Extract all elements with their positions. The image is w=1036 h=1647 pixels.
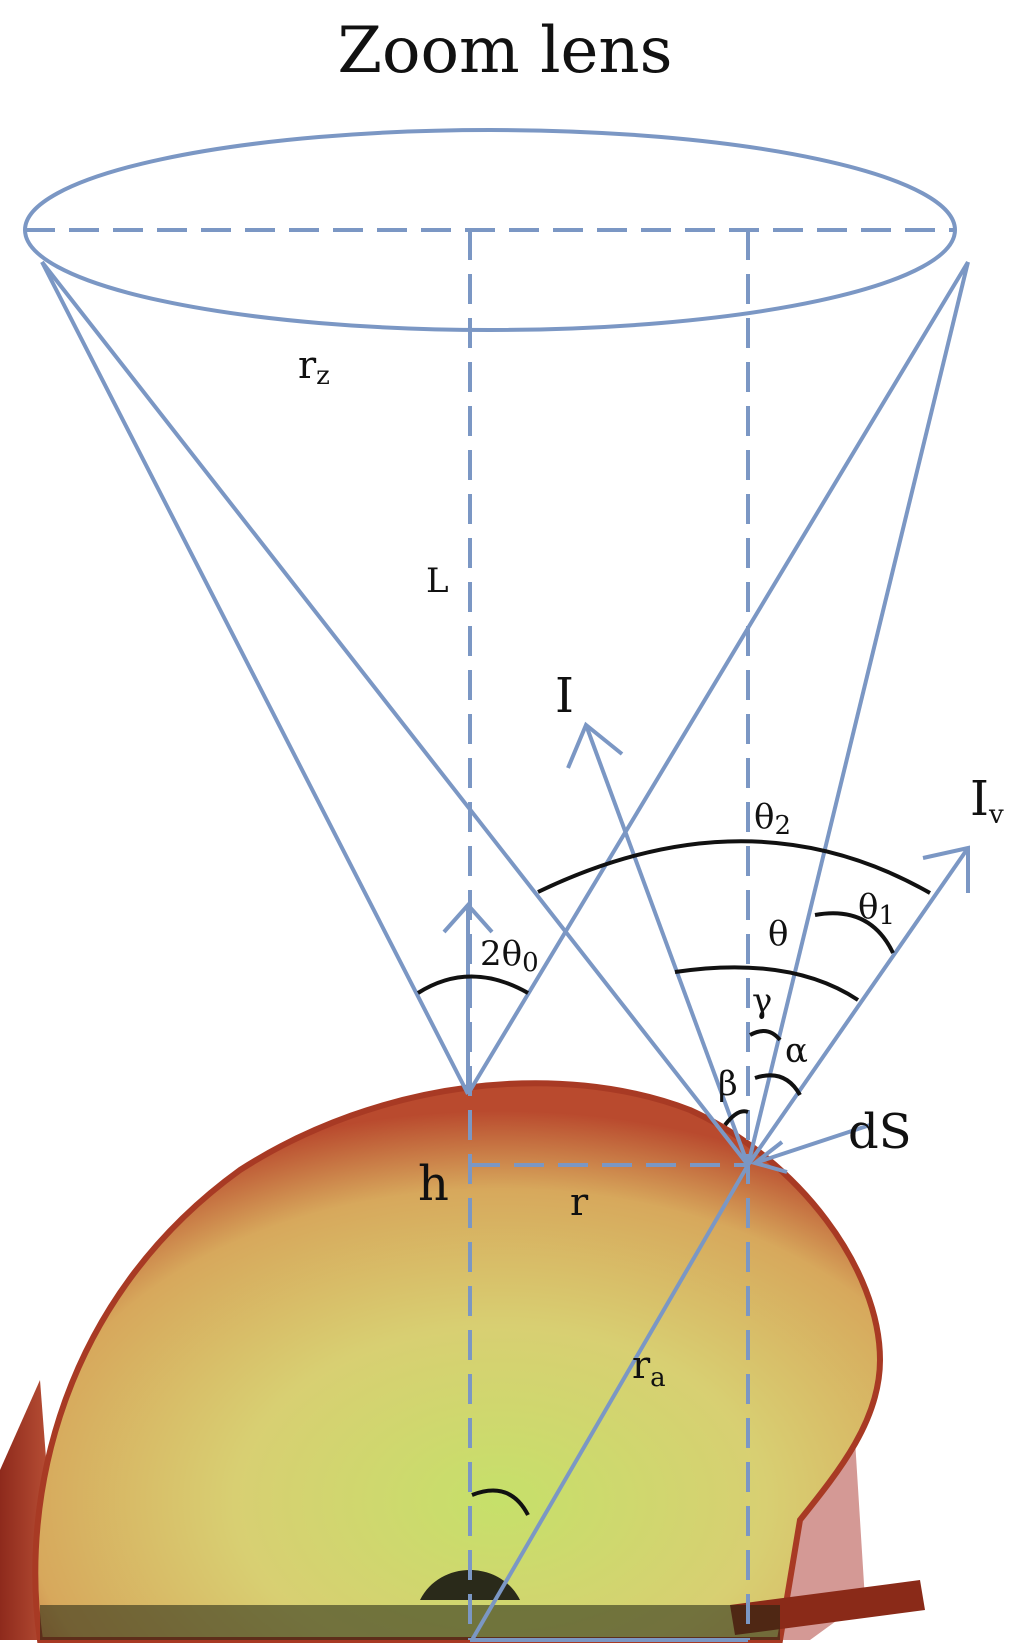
- intensity-Iv-arrow-head: [922, 845, 970, 893]
- cone-left-outer: [40, 261, 470, 1095]
- normal-arrow-center-head: [442, 901, 494, 934]
- label-theta2: θ2: [754, 797, 791, 841]
- fruit-flesh: [32, 1080, 884, 1643]
- diagram-title: Zoom lens: [338, 14, 673, 88]
- label-h: h: [418, 1156, 449, 1212]
- cone-right-inner: [466, 260, 970, 1096]
- label-r: r: [570, 1180, 589, 1224]
- label-theta: θ: [768, 914, 788, 954]
- label-two-theta0: 2θ0: [480, 934, 539, 978]
- construction-lines: [23, 128, 970, 1642]
- label-dS: dS: [848, 1104, 912, 1160]
- angle-arcs: [416, 839, 931, 1516]
- arc-base-angle: [471, 1488, 530, 1516]
- label-L: L: [426, 561, 449, 601]
- labels: Zoom lens rz L I Iv θ2 θ1 θ 2θ0 γ α β dS…: [298, 14, 1004, 1393]
- arc-alpha: [754, 1073, 802, 1097]
- fruit-core: [420, 1570, 520, 1600]
- ray-right-to-dS: [746, 261, 970, 1166]
- label-rz: rz: [298, 343, 330, 391]
- label-Iv: Iv: [970, 771, 1004, 830]
- label-beta: β: [718, 1064, 738, 1104]
- arc-theta1: [814, 911, 895, 954]
- intensity-Iv-arrow: [746, 846, 970, 1167]
- dS-arrow-head: [750, 1140, 788, 1174]
- label-gamma: γ: [752, 981, 772, 1021]
- radius-ra: [470, 1163, 750, 1642]
- arc-two-theta0: [416, 974, 529, 995]
- label-theta1: θ1: [858, 887, 895, 931]
- intensity-I-arrow: [584, 724, 750, 1166]
- intensity-I-arrow-head: [566, 721, 624, 769]
- fruit-cross-section: [0, 1080, 925, 1643]
- fruit-base: [40, 1605, 780, 1640]
- label-alpha: α: [785, 1031, 808, 1071]
- arc-beta: [723, 1109, 749, 1127]
- ray-left-to-dS: [40, 260, 750, 1167]
- arc-gamma: [749, 1029, 782, 1042]
- label-ra: ra: [632, 1343, 666, 1393]
- label-I: I: [555, 668, 574, 724]
- arc-theta: [674, 965, 860, 1002]
- dS-arrow: [754, 1123, 871, 1165]
- arc-theta2: [537, 839, 931, 895]
